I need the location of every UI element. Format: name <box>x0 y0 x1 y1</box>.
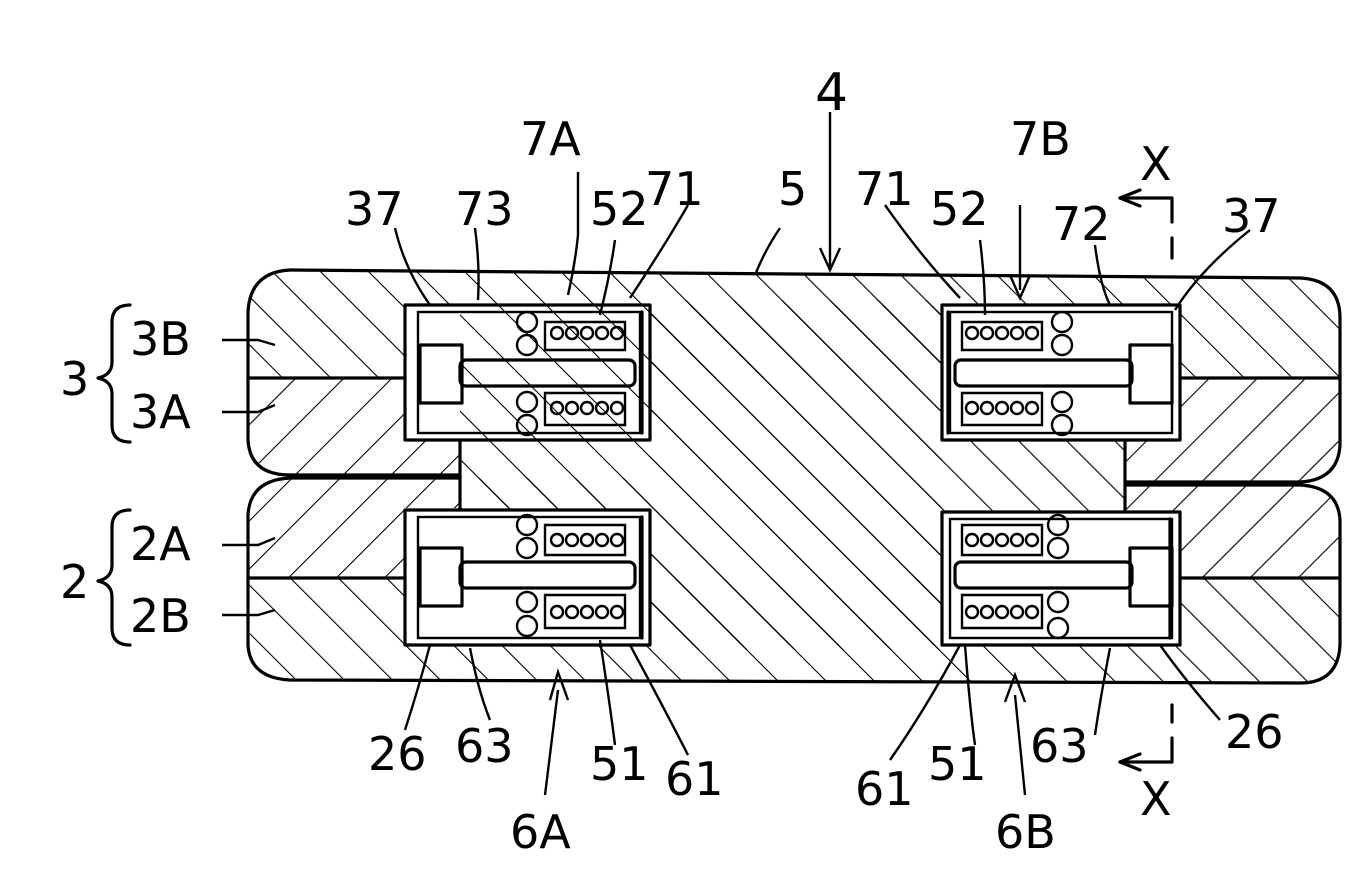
spring-6A-upper <box>545 525 625 555</box>
connector-7B <box>942 305 1180 440</box>
label-71-right: 71 <box>855 162 914 216</box>
spring-6B-lower <box>962 595 1042 628</box>
board-2A-section <box>248 478 460 578</box>
label-71-left: 71 <box>645 162 704 216</box>
spring-7B-lower <box>962 393 1042 425</box>
label-37-left: 37 <box>345 182 404 236</box>
label-3B: 3B <box>130 312 191 366</box>
label-6B: 6B <box>995 805 1056 859</box>
label-7A: 7A <box>520 112 581 166</box>
board-3A-section <box>248 378 460 475</box>
body-5-main <box>650 300 942 650</box>
label-61-right: 61 <box>855 762 914 816</box>
label-37-right: 37 <box>1222 189 1281 243</box>
label-4: 4 <box>815 63 848 123</box>
body-5-link-right <box>942 440 1125 512</box>
connector-6B <box>942 512 1180 645</box>
brace-2 <box>98 510 130 645</box>
label-3A: 3A <box>130 385 191 439</box>
label-51-right: 51 <box>928 737 987 791</box>
label-52-right: 52 <box>930 182 989 236</box>
spring-6B-upper <box>962 525 1042 555</box>
label-2B: 2B <box>130 589 191 643</box>
label-61-left: 61 <box>665 752 724 806</box>
label-72: 72 <box>1052 197 1111 251</box>
label-26-right: 26 <box>1225 705 1284 759</box>
connector-6A <box>405 510 650 645</box>
label-63-right: 63 <box>1030 719 1089 773</box>
label-X-top: X <box>1140 137 1172 191</box>
spring-6A-lower <box>545 595 625 628</box>
board-2A-right <box>1125 485 1340 578</box>
label-63-left: 63 <box>455 719 514 773</box>
label-73: 73 <box>455 182 514 236</box>
label-7B: 7B <box>1010 112 1071 166</box>
label-52-left: 52 <box>590 182 649 236</box>
label-6A: 6A <box>510 805 571 859</box>
label-2A: 2A <box>130 517 191 571</box>
label-5: 5 <box>778 162 807 216</box>
label-2: 2 <box>60 555 89 609</box>
label-3: 3 <box>60 352 89 406</box>
label-26-left: 26 <box>368 727 427 781</box>
label-51-left: 51 <box>590 737 649 791</box>
label-X-bottom: X <box>1140 772 1172 826</box>
body-5-link-left <box>460 440 650 510</box>
brace-3 <box>98 305 130 442</box>
board-3A-right <box>1125 378 1340 482</box>
